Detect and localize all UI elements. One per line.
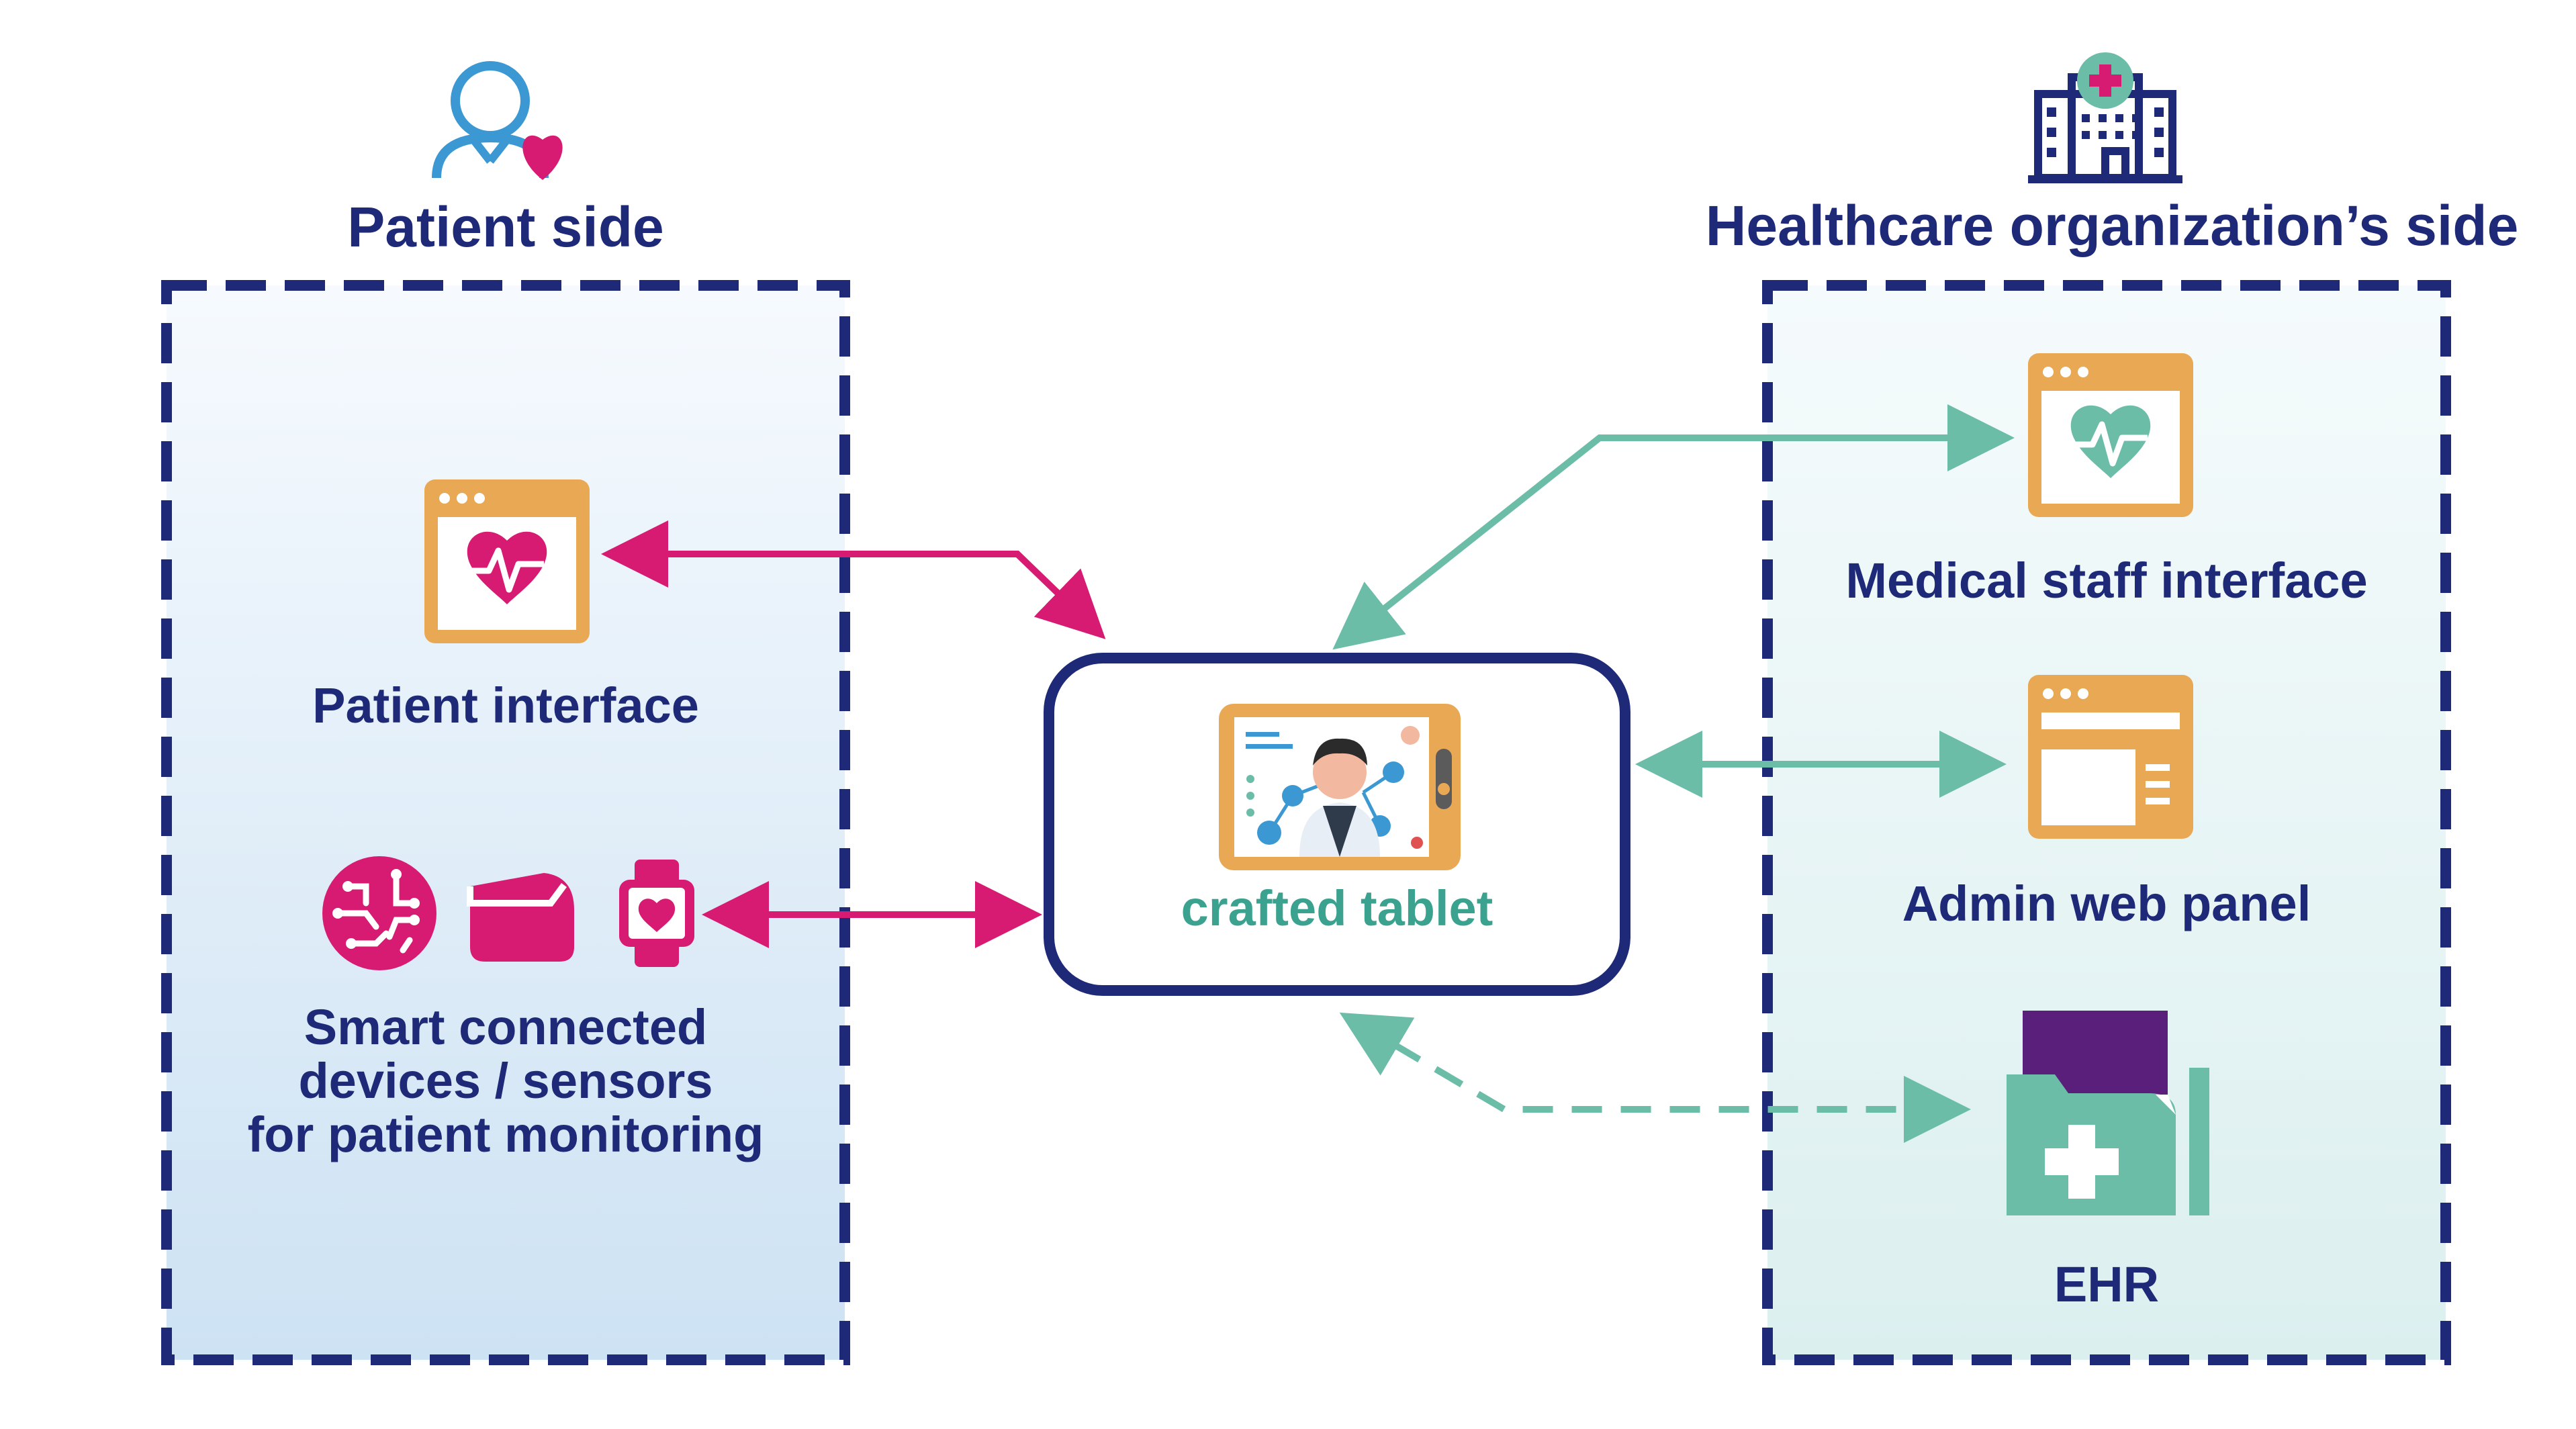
smartwatch-icon — [619, 860, 694, 967]
medical-staff-window-icon — [2028, 353, 2193, 517]
admin-panel-window-icon — [2028, 675, 2193, 839]
glucose-monitor-icon — [467, 873, 574, 962]
devices-label-line2: devices / sensors — [298, 1053, 713, 1109]
arrow-patient-interface-tablet — [601, 520, 1106, 639]
ehr-folder-icon — [2007, 1011, 2209, 1215]
arrow-ehr-tablet — [1339, 1012, 1971, 1143]
patient-heart-icon — [432, 61, 563, 180]
medical-staff-interface-label: Medical staff interface — [1845, 553, 2368, 608]
patient-side-region — [161, 280, 850, 1365]
arrow-medical-staff-tablet — [1332, 404, 2015, 650]
tablet-label: crafted tablet — [1181, 880, 1493, 936]
tablet-doctor-icon — [1219, 704, 1461, 870]
patient-side-title: Patient side — [347, 195, 664, 259]
devices-label-line1: Smart connected — [304, 999, 708, 1055]
patient-interface-label: Patient interface — [312, 678, 699, 733]
org-side-title: Healthcare organization’s side — [1705, 194, 2519, 257]
admin-web-panel-label: Admin web panel — [1902, 876, 2311, 931]
ehr-label: EHR — [2054, 1256, 2160, 1312]
chip-sensor-icon — [322, 856, 436, 970]
devices-label-line3: for patient monitoring — [247, 1107, 764, 1162]
hospital-building-icon — [2028, 52, 2182, 183]
patient-interface-window-icon — [424, 479, 590, 643]
